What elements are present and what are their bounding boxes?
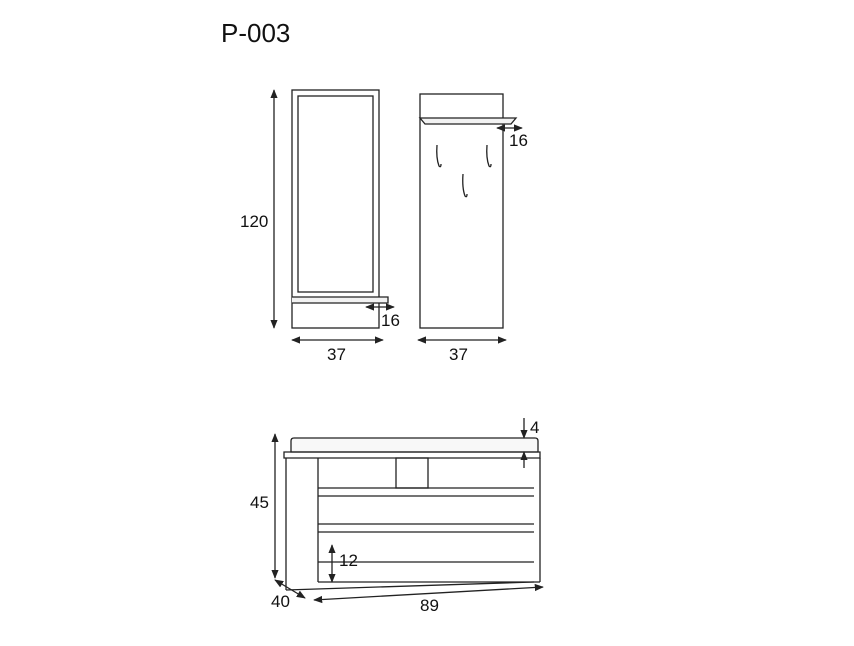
coat-hook-center — [462, 173, 468, 198]
coat-hook-left — [436, 144, 442, 168]
bench-depth-label: 40 — [271, 592, 290, 611]
mirror-width-label: 37 — [327, 345, 346, 364]
bench-divider — [395, 457, 429, 489]
coat-hook-right — [486, 144, 492, 168]
mirror-glass — [297, 95, 374, 293]
coat-panel-board — [419, 93, 504, 329]
mirror-frame — [291, 89, 380, 329]
mirror-unit — [270, 89, 395, 344]
coat-panel-unit — [417, 93, 523, 344]
panel-shelf-label: 16 — [509, 131, 528, 150]
bench-cushion — [290, 437, 539, 453]
bench-depth-dimension — [274, 579, 306, 599]
shelf-gap-label: 12 — [339, 551, 358, 570]
product-code: P-003 — [221, 18, 291, 48]
bench-height-label: 45 — [250, 493, 269, 512]
mirror-height-label: 120 — [240, 212, 269, 231]
bench-width-dimension — [313, 583, 544, 604]
bench-unit — [271, 418, 544, 604]
coat-panel-shelf — [418, 117, 518, 125]
bench-width-label: 89 — [420, 596, 439, 615]
bench-top — [283, 451, 541, 459]
panel-width-label: 37 — [449, 345, 468, 364]
mirror-shelf-label: 16 — [381, 311, 400, 330]
mirror-shelf — [292, 296, 389, 304]
bench-base-line — [285, 581, 535, 591]
cushion-label: 4 — [530, 418, 540, 437]
